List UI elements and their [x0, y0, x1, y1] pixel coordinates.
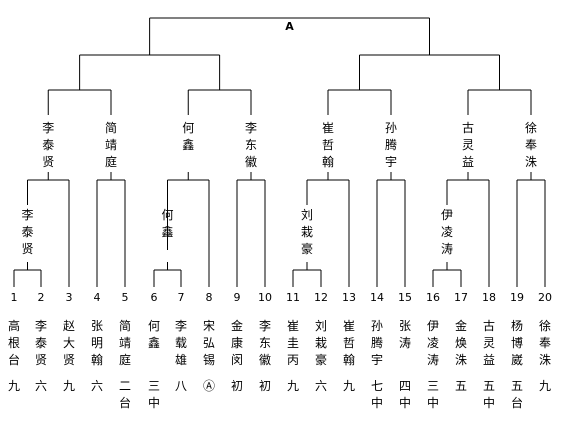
player-result: 九: [286, 379, 299, 393]
player-name: 赵 大 贤: [62, 319, 75, 367]
player-name: 古 灵 益: [482, 319, 495, 367]
player-result: 九: [62, 379, 75, 393]
round2-winner: 徐 奉 洙: [524, 121, 537, 169]
round2-winner: 古 灵 益: [461, 121, 474, 169]
player-number: 1: [10, 291, 18, 304]
player-number: 11: [286, 291, 300, 304]
player-result: 六: [314, 379, 327, 393]
player-name: 崔 哲 翰: [342, 319, 355, 367]
player-name: 伊 凌 涛: [426, 319, 439, 367]
player-result: 初: [258, 379, 271, 393]
player-number: 14: [370, 291, 384, 304]
player-name: 杨 博 崴: [510, 319, 523, 367]
player-result: 五: [454, 379, 467, 393]
player-number: 19: [510, 291, 524, 304]
player-result: 九: [342, 379, 355, 393]
player-result: 二 台: [118, 379, 131, 410]
round1-winner: 伊 凌 涛: [440, 208, 453, 256]
player-name: 高 根 台: [7, 319, 20, 367]
player-result: 九: [538, 379, 551, 393]
player-number: 15: [398, 291, 412, 304]
player-name: 崔 圭 丙: [286, 319, 299, 367]
player-result: 六: [34, 379, 47, 393]
player-number: 7: [177, 291, 185, 304]
round2-winner: 简 靖 庭: [104, 121, 117, 169]
player-number: 5: [121, 291, 129, 304]
player-name: 刘 栽 豪: [314, 319, 327, 367]
player-result: 四 中: [398, 379, 411, 410]
player-name: 金 焕 洙: [454, 319, 467, 367]
player-name: 李 载 雄: [174, 319, 187, 367]
player-number: 20: [538, 291, 552, 304]
player-number: 17: [454, 291, 468, 304]
round2-winner: 崔 哲 翰: [321, 121, 334, 169]
player-number: 3: [65, 291, 73, 304]
player-number: 10: [258, 291, 272, 304]
player-name: 李 东 徽: [258, 319, 271, 367]
player-result: 九: [7, 379, 20, 393]
player-number: 2: [37, 291, 45, 304]
player-result: 五 中: [482, 379, 495, 410]
round1-winner: 刘 栽 豪: [300, 208, 313, 256]
player-number: 9: [233, 291, 241, 304]
player-result: Ⓐ: [202, 379, 215, 393]
player-name: 李 泰 贤: [34, 319, 47, 367]
round2-winner: 孙 腾 宇: [384, 121, 397, 169]
round1-winner: 何 鑫: [161, 208, 174, 239]
player-result: 八: [174, 379, 187, 393]
player-number: 8: [205, 291, 213, 304]
player-name: 金 康 闵: [230, 319, 243, 367]
player-name: 简 靖 庭: [118, 319, 131, 367]
player-number: 13: [342, 291, 356, 304]
player-number: 16: [426, 291, 440, 304]
player-name: 徐 奉 洙: [538, 319, 551, 367]
round2-winner: 何 鑫: [182, 121, 195, 152]
player-result: 五 台: [510, 379, 523, 410]
player-name: 孙 腾 宇: [370, 319, 383, 367]
player-name: 张 涛: [398, 319, 411, 350]
player-number: 12: [314, 291, 328, 304]
player-name: 何 鑫: [147, 319, 160, 350]
player-result: 初: [230, 379, 243, 393]
champion-label: A: [285, 20, 294, 33]
player-name: 宋 弘 锡: [202, 319, 215, 367]
round2-winner: 李 泰 贤: [42, 121, 55, 169]
player-number: 18: [482, 291, 496, 304]
player-result: 七 中: [370, 379, 383, 410]
player-number: 4: [93, 291, 101, 304]
round1-winner: 李 泰 贤: [21, 208, 34, 256]
round2-winner: 李 东 徽: [244, 121, 257, 169]
player-result: 六: [90, 379, 103, 393]
player-number: 6: [150, 291, 158, 304]
player-result: 三 中: [426, 379, 439, 410]
player-result: 三 中: [147, 379, 160, 410]
player-name: 张 明 翰: [90, 319, 103, 367]
